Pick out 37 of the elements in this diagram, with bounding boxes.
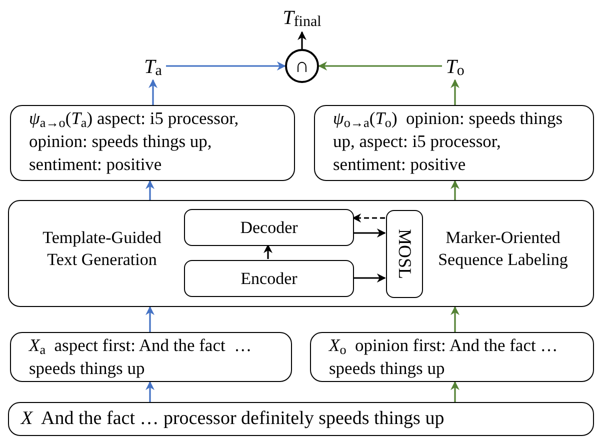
arrow: [298, 31, 306, 49]
arrow: [166, 62, 286, 70]
arrow: [146, 180, 154, 200]
panel-label: Template-Guided Text Generation: [42, 227, 162, 271]
text-box: [310, 332, 594, 382]
text-box: [8, 402, 594, 436]
arrow: [450, 180, 460, 200]
arrow: [264, 244, 272, 259]
math-symbol: T$_{final}$: [278, 4, 326, 32]
text-box: [314, 105, 594, 181]
module-box: [184, 260, 354, 297]
box-text: X And the fact … processor definitely speeds things up: [21, 406, 444, 431]
arrow: [353, 274, 386, 282]
module-box: [184, 209, 354, 246]
arrow: [146, 306, 154, 332]
box-text: X$_{o}$ opinion first: And the fact … speeds things up: [329, 334, 559, 380]
box-text: ψ$_{a→o}$(T$_{a}$) aspect: i5 processor, opinion: speeds things up, sentiment: positive: [29, 107, 240, 176]
panel-label: Marker-Oriented Sequence Labeling: [437, 227, 569, 271]
text-box: [10, 105, 295, 181]
box-text: MOSL: [394, 228, 416, 279]
box-text: X$_{a}$ aspect first: And the fact … speeds things up: [29, 334, 253, 380]
arrow: [318, 62, 442, 70]
arrow: [450, 306, 460, 332]
arrow: [450, 381, 460, 402]
arrow: [146, 381, 154, 402]
arrow: [148, 79, 158, 105]
math-symbol: T$_{o}$: [442, 54, 468, 80]
arrow: [352, 214, 385, 222]
model-panel: [8, 200, 594, 307]
text-box: [10, 332, 292, 382]
box-text: Decoder: [240, 216, 298, 239]
math-symbol: T$_{a}$: [140, 54, 166, 80]
module-box: [386, 210, 423, 298]
box-text: Encoder: [240, 268, 298, 290]
arrow: [450, 79, 460, 105]
arrow: [353, 228, 386, 238]
box-text: ψ$_{o→a}$(T$_{o}$) opinion: speeds things up, aspect: i5 processor, sentiment: positive: [333, 107, 564, 176]
